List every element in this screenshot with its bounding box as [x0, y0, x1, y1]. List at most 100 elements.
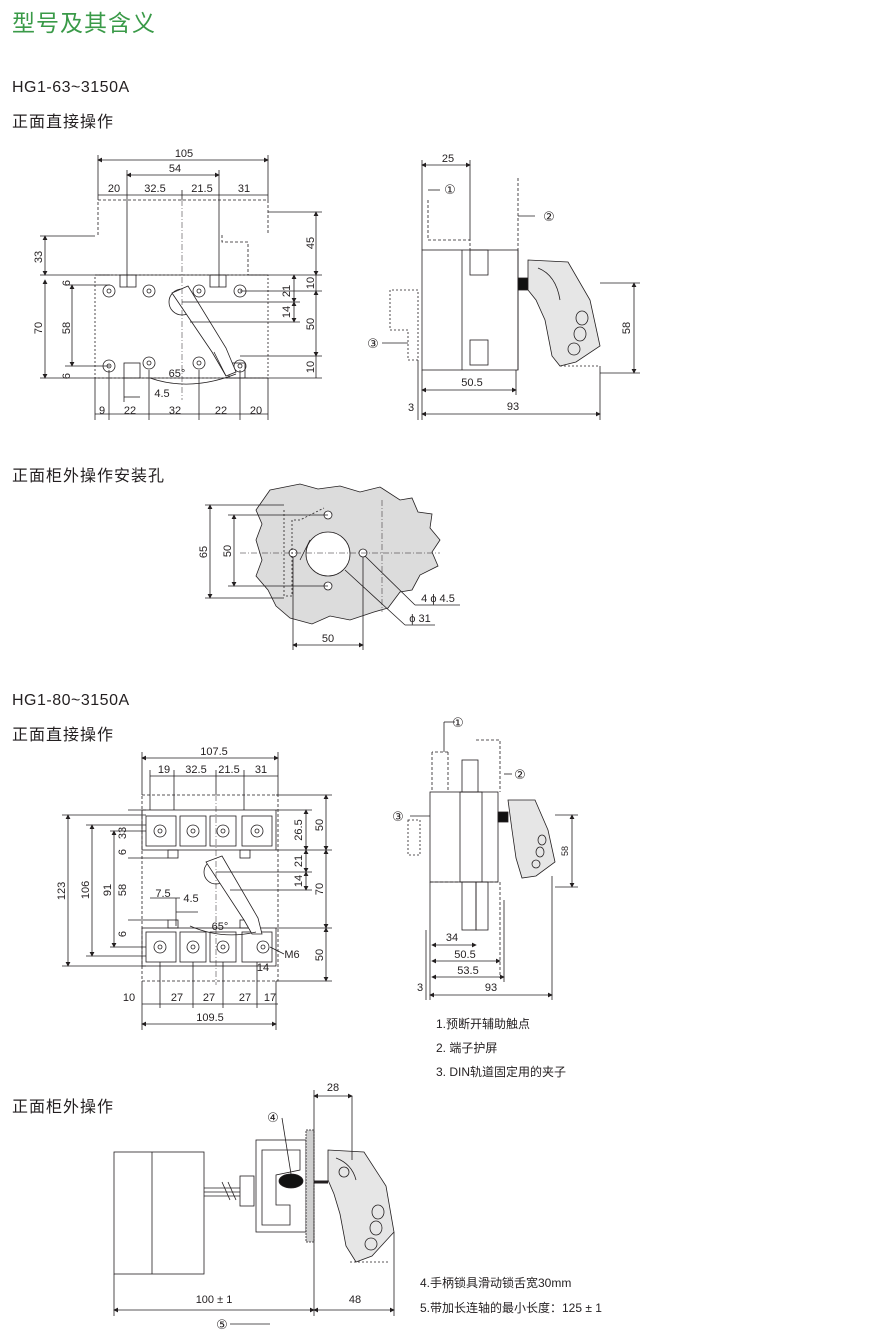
dim-angle-65-b: 65° [212, 921, 229, 933]
dim-50-b: 50 [314, 949, 326, 961]
dim-10a: 10 [305, 277, 317, 289]
callout-1-b: ① [452, 715, 464, 730]
dim-53-5: 53.5 [457, 965, 478, 977]
subtitle-front-direct-2: 正面直接操作 [12, 727, 115, 744]
dim-21: 21 [281, 285, 293, 297]
dim-21-5-b: 21.5 [218, 764, 239, 776]
dim-10: 10 [123, 992, 135, 1004]
callout-1: ① [444, 182, 456, 197]
dim-50: 50 [305, 318, 317, 330]
dim-25: 25 [442, 153, 454, 165]
dim-9: 9 [99, 405, 105, 417]
subtitle-mount-holes: 正面柜外操作安装孔 [12, 468, 166, 485]
side-view-2-labels: ① ② ③ 58 34 50.5 53.5 3 93 [392, 715, 570, 994]
dim-6a-b: 6 [117, 849, 129, 855]
external-op-view [113, 1090, 395, 1325]
dim-26-5: 26.5 [293, 819, 305, 840]
dim-34: 34 [446, 932, 458, 944]
dim-22a: 22 [124, 405, 136, 417]
front-view-1-labels: 105 54 20 32.5 21.5 31 33 6 70 58 6 45 1… [33, 148, 317, 417]
dim-6a: 6 [61, 280, 73, 286]
model-heading-1: HG1-63~3150A [12, 79, 130, 96]
dim-50-5-b: 50.5 [454, 949, 475, 961]
dim-58-b: 58 [117, 884, 129, 896]
dim-70: 70 [33, 322, 45, 334]
callout-5: ⑤ [216, 1317, 228, 1332]
dim-93: 93 [507, 401, 519, 413]
dim-14-b: 14 [257, 962, 269, 974]
dim-4-phi-4-5: 4 ϕ 4.5 [421, 593, 455, 605]
terminals-top-2 [145, 815, 273, 847]
dim-3: 3 [408, 402, 414, 414]
dim-58: 58 [61, 322, 73, 334]
note-1: 1.预断开辅助触点 [436, 1016, 530, 1031]
dim-32-5-b: 32.5 [185, 764, 206, 776]
dim-21-5: 21.5 [191, 183, 212, 195]
dim-20b: 20 [250, 405, 262, 417]
dim-33-b: 33 [117, 827, 129, 839]
dim-31: 31 [238, 183, 250, 195]
note-5: 5.带加长连轴的最小长度：125 ± 1 [420, 1300, 602, 1315]
dim-100: 100 ± 1 [196, 1294, 233, 1306]
note-3: 3. DIN轨道固定用的夹子 [436, 1064, 566, 1079]
front-view-2-labels: 107.5 19 32.5 21.5 31 123 106 91 33 6 58… [56, 746, 326, 1024]
callout-3: ③ [367, 336, 379, 351]
dim-m6: M6 [284, 949, 299, 961]
terminal-holes-top [102, 284, 247, 298]
dim-6b: 6 [61, 373, 73, 379]
callout-3-b: ③ [392, 809, 404, 824]
dim-109-5: 109.5 [196, 1012, 224, 1024]
side-view-1-labels: 25 ① ② ③ 58 50.5 3 93 [367, 153, 633, 414]
dim-50-5: 50.5 [461, 377, 482, 389]
dim-48: 48 [349, 1294, 361, 1306]
dim-54: 54 [169, 163, 181, 175]
dim-phi-31: ϕ 31 [409, 613, 430, 625]
external-op-labels: 28 ④ 100 ± 1 48 ⑤ [196, 1082, 361, 1332]
page-title: 型号及其含义 [12, 10, 156, 36]
dim-27-c: 27 [239, 992, 251, 1004]
terminals-bottom-2 [145, 931, 273, 963]
dim-65: 65 [198, 546, 210, 558]
dim-31-b: 31 [255, 764, 267, 776]
dim-123: 123 [56, 882, 68, 900]
notes-section3: 1.预断开辅助触点 2. 端子护屏 3. DIN轨道固定用的夹子 [436, 1016, 566, 1079]
dim-70-b: 70 [314, 883, 326, 895]
dim-32: 32 [169, 405, 181, 417]
dim-105: 105 [175, 148, 193, 160]
dim-3-b: 3 [417, 982, 423, 994]
dim-106: 106 [80, 881, 92, 899]
dim-21-b: 21 [293, 855, 305, 867]
note-2: 2. 端子护屏 [436, 1041, 497, 1055]
callout-2-b: ② [514, 767, 526, 782]
dim-22b: 22 [215, 405, 227, 417]
dim-91: 91 [102, 884, 114, 896]
dim-10b: 10 [305, 361, 317, 373]
model-heading-2: HG1-80~3150A [12, 692, 130, 709]
dim-4-5: 4.5 [154, 388, 169, 400]
dim-93-b: 93 [485, 982, 497, 994]
note-4: 4.手柄锁具滑动锁舌宽30mm [420, 1275, 571, 1290]
dim-14: 14 [281, 306, 293, 318]
side-view-1 [382, 160, 640, 420]
front-view-2 [62, 752, 332, 1030]
dim-33: 33 [33, 251, 45, 263]
dim-28: 28 [327, 1082, 339, 1094]
dim-4-5-b: 4.5 [183, 893, 198, 905]
subtitle-external-op: 正面柜外操作 [12, 1099, 115, 1116]
dim-58-side-b: 58 [560, 846, 570, 856]
dim-50-h: 50 [322, 633, 334, 645]
dim-45: 45 [305, 237, 317, 249]
dim-17: 17 [264, 992, 276, 1004]
notes-section4: 4.手柄锁具滑动锁舌宽30mm 5.带加长连轴的最小长度：125 ± 1 [420, 1275, 602, 1315]
dim-angle-65: 65° [169, 368, 186, 380]
side-view-2 [407, 721, 578, 1000]
dim-6b-b: 6 [117, 931, 129, 937]
dim-27-b: 27 [203, 992, 215, 1004]
subtitle-front-direct-1: 正面直接操作 [12, 114, 115, 131]
dim-50-a: 50 [314, 819, 326, 831]
dim-50-v: 50 [222, 545, 234, 557]
dim-32-5: 32.5 [144, 183, 165, 195]
panel-cutout [205, 483, 460, 650]
front-view-1 [40, 155, 322, 420]
